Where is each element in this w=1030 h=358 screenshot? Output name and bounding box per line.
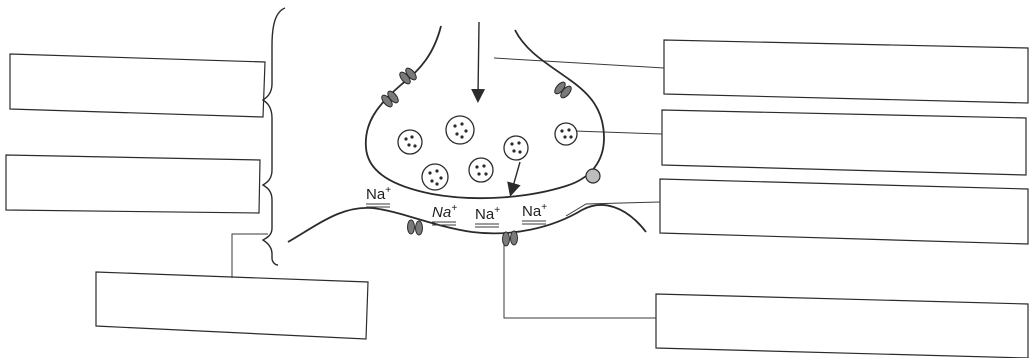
svg-text:Na+: Na+ — [366, 185, 391, 203]
svg-text:Na+: Na+ — [475, 205, 500, 223]
sodium-ion-label: Na+ — [366, 185, 391, 207]
postsynaptic-membrane — [288, 205, 646, 242]
sodium-ion-label: Na+ — [432, 203, 457, 225]
label-box-right-4[interactable] — [656, 294, 1028, 358]
leader-line-right-4 — [504, 244, 656, 318]
svg-text:Na+: Na+ — [522, 202, 547, 220]
vesicle-icon — [422, 164, 448, 190]
sodium-ion-label: Na+ — [475, 205, 500, 227]
exocytosis-arrow — [512, 162, 520, 190]
label-box-left-1[interactable] — [10, 54, 265, 117]
label-box-right-1[interactable] — [664, 40, 1028, 103]
ion-channel-icon[interactable] — [398, 66, 418, 85]
action-potential-arrow — [478, 22, 479, 96]
receptor-icon[interactable] — [586, 169, 600, 183]
vesicle-icon — [446, 116, 474, 144]
label-box-right-3[interactable] — [660, 179, 1028, 244]
vesicle-icon — [504, 136, 528, 160]
label-box-left-3[interactable] — [96, 272, 368, 339]
svg-text:Na+: Na+ — [432, 203, 457, 221]
brace-bracket — [263, 8, 285, 265]
vesicle-icon — [469, 158, 493, 182]
label-box-left-2[interactable] — [6, 155, 260, 213]
vesicle-icon — [398, 130, 422, 154]
ion-channel-icon[interactable] — [380, 89, 400, 108]
vesicle-icon — [555, 123, 577, 145]
ion-channel-icon[interactable] — [553, 80, 573, 99]
label-box-right-2[interactable] — [662, 110, 1026, 175]
leader-line-right-3 — [566, 202, 660, 216]
leader-line-right-2 — [574, 131, 662, 134]
sodium-ion-label: Na+ — [522, 202, 547, 224]
leader-line-right-1 — [494, 58, 664, 68]
ion-channel-icon[interactable] — [408, 220, 423, 235]
leader-line-left-3 — [232, 234, 268, 278]
